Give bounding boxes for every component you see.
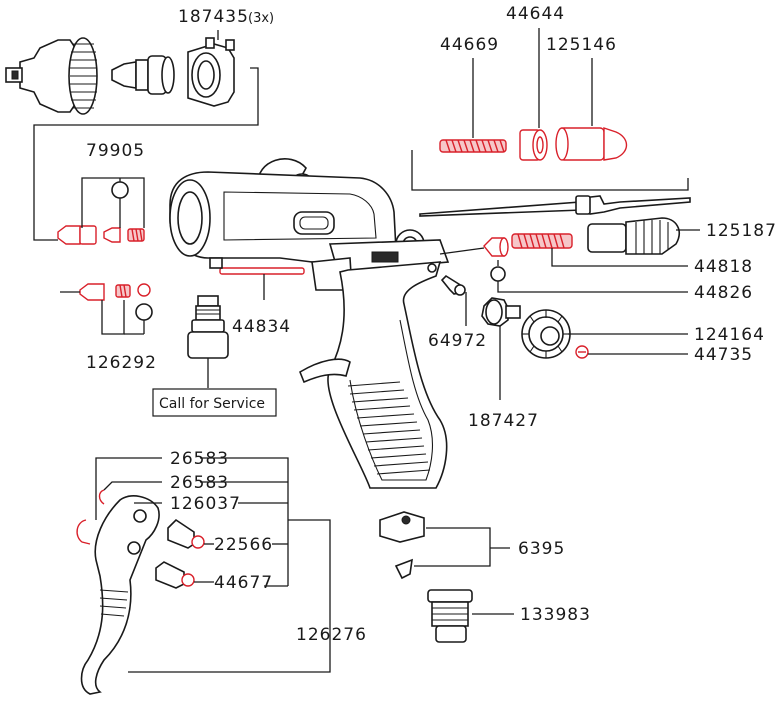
- label-44677: 44677: [214, 573, 273, 593]
- label-44735: 44735: [694, 345, 753, 365]
- label-44669: 44669: [440, 35, 499, 55]
- part-125146-cap: [555, 127, 628, 161]
- part-44826-seal: [483, 237, 509, 282]
- part-124164-knob: [521, 309, 571, 359]
- service-box: [152, 388, 277, 417]
- part-125187-knob: [587, 217, 680, 255]
- label-133983: 133983: [520, 605, 591, 625]
- label-187427: 187427: [468, 411, 539, 431]
- spray-gun-body: [169, 158, 450, 489]
- part-44818-spring: [511, 233, 573, 249]
- air-valve-group-126292: [79, 283, 153, 321]
- part-64972-screw: [440, 274, 466, 296]
- label-126276: 126276: [296, 625, 367, 645]
- leader-lines: [33, 28, 700, 673]
- air-valve-group-79905: [57, 181, 145, 245]
- label-126037: 126037: [170, 494, 241, 514]
- air-cap-assembly: [5, 37, 235, 115]
- label-125187: 125187: [706, 221, 777, 241]
- label-44826: 44826: [694, 283, 753, 303]
- label-125146: 125146: [546, 35, 617, 55]
- label-44644: 44644: [506, 4, 565, 24]
- label-187435: 187435: [178, 7, 249, 27]
- label-44834: 44834: [232, 317, 291, 337]
- label-6395: 6395: [518, 539, 565, 559]
- part-6395: [379, 511, 425, 580]
- label-44818: 44818: [694, 257, 753, 277]
- label-22566: 22566: [214, 535, 273, 555]
- air-inlet-fitting: [187, 295, 229, 359]
- part-44669-spring: [439, 139, 507, 153]
- label-124164: 124164: [694, 325, 765, 345]
- part-labels: 187435 (3x) 44644 44669 125146 79905 125…: [86, 4, 777, 645]
- part-44834-rod: [209, 257, 305, 275]
- label-call-for-service: Call for Service: [159, 396, 265, 412]
- fan-control-group: [481, 297, 589, 359]
- trigger-assembly: [76, 489, 205, 695]
- label-187435-quantity: (3x): [248, 11, 274, 26]
- label-26583-upper: 26583: [170, 449, 229, 469]
- grip-ribs: [347, 381, 431, 475]
- fluid-needle-group: [419, 127, 691, 282]
- label-79905: 79905: [86, 141, 145, 161]
- label-64972: 64972: [428, 331, 487, 351]
- label-26583-lower: 26583: [170, 473, 229, 493]
- label-126292: 126292: [86, 353, 157, 373]
- part-44644-nut: [519, 129, 548, 161]
- part-133983: [427, 589, 473, 643]
